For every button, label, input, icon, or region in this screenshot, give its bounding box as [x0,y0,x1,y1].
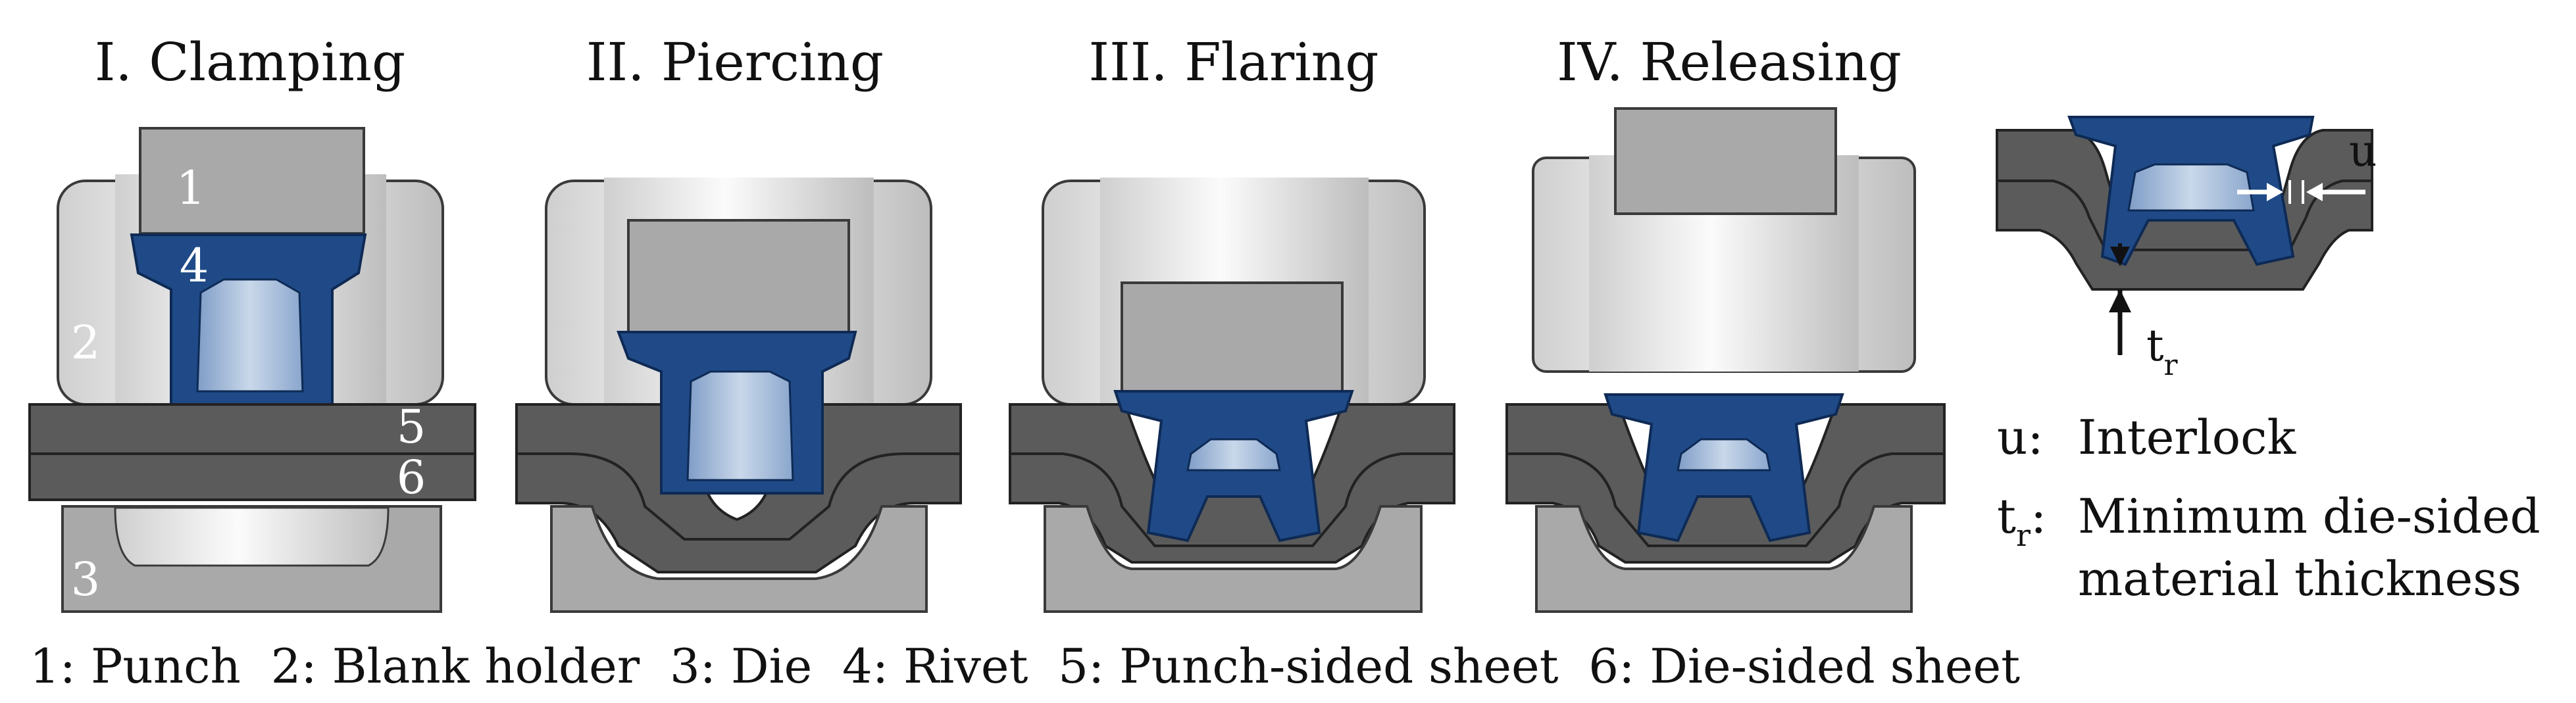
detail-t-label: tr [2146,320,2179,382]
die [1044,505,1423,613]
arrow-head-icon [2306,183,2323,201]
definition-t-text-line1: Minimum die-sided [2078,489,2540,544]
definition-u-text: Interlock [2078,410,2296,465]
die [1535,505,1913,613]
stage-clamping: 1 4 2 5 6 3 [28,127,476,613]
punch [139,127,365,235]
die-sided-sheet [515,452,962,573]
punch [627,219,850,333]
die-sided-sheet [28,452,476,501]
punch [1121,281,1344,393]
stage-title-clamping: I. Clamping [95,32,405,93]
die-sided-sheet [1505,452,1946,564]
die-sided-sheet [1009,452,1455,564]
definition-t-key: tr: [1997,489,2046,553]
label-punch-sheet-number: 5 [397,400,426,454]
stage-title-piercing: II. Piercing [586,32,884,93]
label-punch-number: 1 [176,161,206,215]
die [550,505,928,613]
label-die-number: 3 [71,552,101,606]
stage-releasing [1505,107,1946,613]
label-blank-holder-number: 2 [71,316,101,370]
arrow-head-icon [2267,183,2283,201]
definition-t-text-line2: material thickness [2078,551,2521,606]
parts-legend: 1: Punch 2: Blank holder 3: Die 4: Rivet… [30,639,2020,694]
stage-title-flaring: III. Flaring [1088,32,1378,93]
label-rivet-number: 4 [180,239,209,293]
stage-flaring [1009,178,1455,613]
detail-die-sheet [1996,180,2373,291]
detail-u-label: u [2349,126,2377,176]
joint-detail-view: u tr [1996,116,2377,382]
label-die-sheet-number: 6 [397,450,426,504]
punch [1614,107,1837,215]
definition-u-key: u: [1997,410,2044,465]
stage-piercing [515,178,962,613]
stage-title-releasing: IV. Releasing [1557,32,1902,93]
arrow-up-icon [2109,289,2131,312]
arrow-down-icon [2110,247,2130,266]
